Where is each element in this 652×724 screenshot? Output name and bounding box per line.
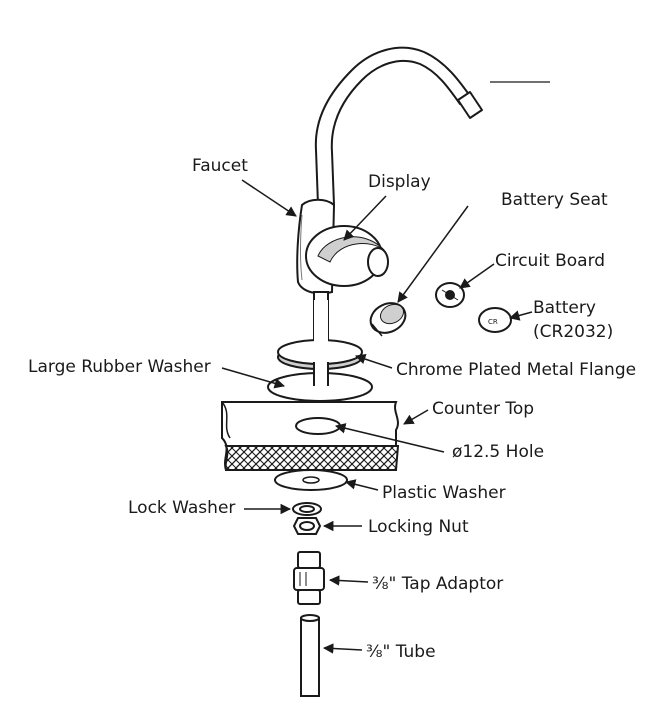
tube [300, 614, 320, 697]
label-tap-adaptor: ⅜" Tap Adaptor [372, 574, 504, 594]
tap-adaptor [293, 551, 325, 605]
label-large-rubber-washer: Large Rubber Washer [28, 357, 211, 377]
label-circuit-board: Circuit Board [495, 251, 606, 271]
label-display: Display [368, 172, 431, 192]
locking-nut [292, 517, 322, 535]
battery-cell-lettering: CR [488, 318, 498, 326]
chrome-flange [277, 300, 363, 370]
label-chrome-flange: Chrome Plated Metal Flange [396, 360, 637, 380]
circuit-board [435, 282, 465, 308]
counter-top [221, 401, 400, 471]
faucet-body [296, 198, 389, 295]
lock-washer [292, 502, 322, 516]
battery-seat [369, 302, 407, 337]
label-battery: Battery [533, 298, 596, 318]
label-hole: ø12.5 Hole [452, 442, 545, 462]
label-battery-model: (CR2032) [533, 322, 614, 342]
label-plastic-washer: Plastic Washer [382, 483, 506, 503]
faucet-spout [314, 46, 550, 206]
battery-cell: CR [478, 307, 512, 333]
label-faucet: Faucet [192, 156, 248, 176]
label-battery-seat: Battery Seat [501, 190, 608, 210]
label-counter-top: Counter Top [432, 399, 535, 419]
label-lock-washer: Lock Washer [128, 498, 236, 518]
label-tube: ⅜" Tube [366, 642, 436, 662]
leader-lines [221, 179, 533, 654]
label-locking-nut: Locking Nut [368, 517, 469, 537]
